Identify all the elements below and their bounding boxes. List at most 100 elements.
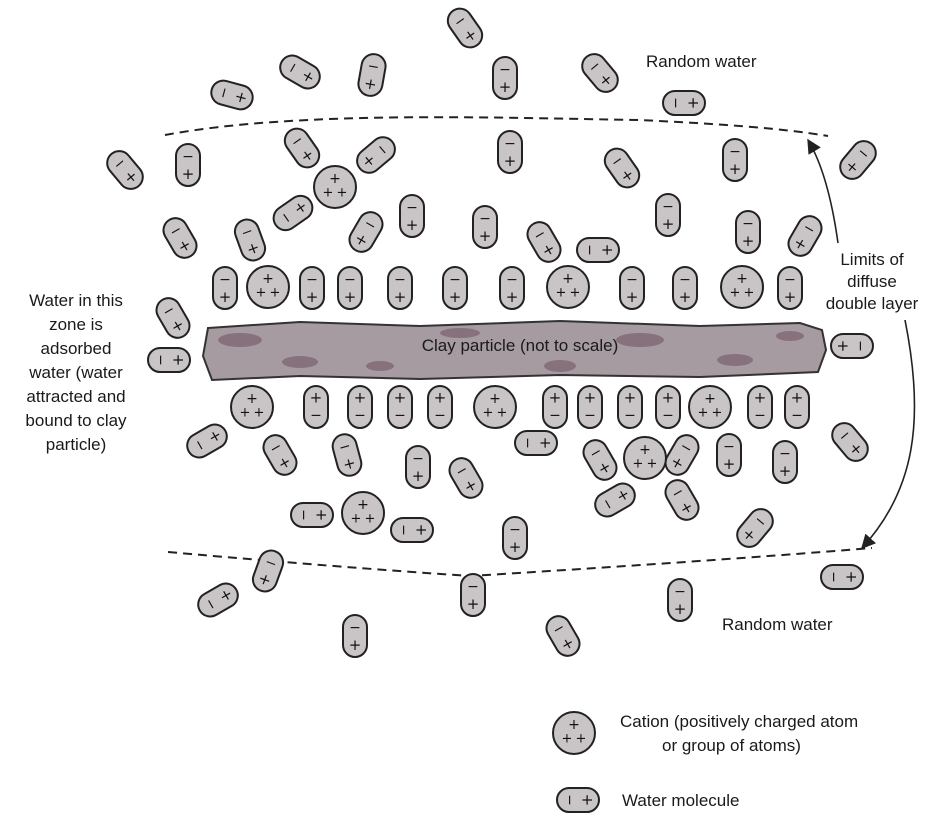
svg-text:+: + bbox=[624, 389, 637, 407]
water-molecule-17: −+ bbox=[656, 386, 680, 428]
svg-text:+: + bbox=[509, 538, 522, 556]
water-molecule-11: −+ bbox=[348, 386, 372, 428]
svg-text:−: − bbox=[754, 407, 766, 423]
svg-text:+: + bbox=[684, 97, 702, 110]
svg-text:+: + bbox=[779, 462, 792, 480]
svg-text:−: − bbox=[467, 579, 479, 595]
water-molecule-70: −+ bbox=[194, 579, 242, 621]
cation-9: +++ bbox=[624, 437, 666, 479]
water-molecule-37: −+ bbox=[269, 191, 317, 235]
water-molecule-52: −+ bbox=[406, 446, 430, 488]
adsorbed-label-line-1: Water in this bbox=[29, 291, 123, 310]
svg-text:+: + bbox=[483, 406, 494, 421]
svg-text:+: + bbox=[791, 389, 804, 407]
svg-text:+: + bbox=[169, 354, 187, 367]
water-molecule-55: −+ bbox=[579, 436, 621, 484]
water-molecule-72: −+ bbox=[542, 612, 584, 660]
water-molecule-64: −+ bbox=[661, 476, 703, 524]
svg-text:+: + bbox=[698, 406, 709, 421]
water-molecule-46: −+ bbox=[152, 294, 194, 342]
legend-cation-icon: +++ bbox=[553, 712, 595, 754]
svg-text:−: − bbox=[296, 509, 312, 521]
legend-water-label: Water molecule bbox=[622, 791, 739, 810]
svg-text:+: + bbox=[354, 389, 367, 407]
water-molecule-50: −+ bbox=[259, 431, 301, 479]
svg-text:+: + bbox=[626, 288, 639, 306]
svg-text:−: − bbox=[406, 200, 418, 216]
svg-text:−: − bbox=[562, 794, 578, 806]
svg-text:+: + bbox=[834, 340, 852, 353]
random-water-bottom-label: Random water bbox=[722, 615, 833, 634]
svg-text:+: + bbox=[306, 288, 319, 306]
water-molecule-60: −+ bbox=[291, 503, 333, 527]
random-water-top-label: Random water bbox=[646, 52, 757, 71]
water-molecule-71: −+ bbox=[343, 615, 367, 657]
water-molecule-63: −+ bbox=[591, 479, 639, 521]
adsorbed-label-line-4: water (water bbox=[28, 363, 123, 382]
svg-text:+: + bbox=[679, 288, 692, 306]
water-molecule-57: −+ bbox=[717, 434, 741, 476]
svg-text:−: − bbox=[674, 584, 686, 600]
svg-text:+: + bbox=[240, 406, 251, 421]
svg-text:−: − bbox=[479, 211, 491, 227]
water-molecule-39: −+ bbox=[400, 195, 424, 237]
svg-text:−: − bbox=[662, 407, 674, 423]
water-molecule-61: −+ bbox=[391, 518, 433, 542]
cation-6: +++ bbox=[689, 386, 731, 428]
clay-stain bbox=[616, 333, 664, 347]
water-molecule-21: −+ bbox=[357, 52, 388, 98]
svg-text:+: + bbox=[310, 389, 323, 407]
svg-text:+: + bbox=[723, 455, 736, 473]
water-molecule-35: −+ bbox=[159, 214, 201, 262]
svg-text:−: − bbox=[626, 272, 638, 288]
svg-text:+: + bbox=[406, 216, 419, 234]
svg-text:+: + bbox=[337, 186, 348, 201]
water-molecule-68: −+ bbox=[668, 579, 692, 621]
svg-text:+: + bbox=[754, 389, 767, 407]
cation-2: +++ bbox=[547, 266, 589, 308]
svg-text:−: − bbox=[679, 272, 691, 288]
svg-text:+: + bbox=[784, 288, 797, 306]
cation-1: +++ bbox=[247, 266, 289, 308]
svg-text:+: + bbox=[576, 732, 587, 747]
water-molecule-45: −+ bbox=[784, 212, 826, 260]
water-molecule-20: −+ bbox=[443, 4, 487, 52]
svg-text:+: + bbox=[729, 160, 742, 178]
svg-text:−: − bbox=[504, 136, 516, 152]
water-molecule-62: −+ bbox=[503, 517, 527, 559]
svg-text:+: + bbox=[744, 286, 755, 301]
water-molecule-7: −+ bbox=[620, 267, 644, 309]
svg-text:−: − bbox=[584, 407, 596, 423]
cation-7: +++ bbox=[314, 166, 356, 208]
svg-text:−: − bbox=[499, 62, 511, 78]
water-molecule-67: −+ bbox=[461, 574, 485, 616]
water-molecule-25: −+ bbox=[577, 49, 622, 97]
water-molecule-14: −+ bbox=[543, 386, 567, 428]
clay-stain bbox=[366, 361, 394, 371]
water-molecule-31: −+ bbox=[498, 131, 522, 173]
water-molecule-32: −+ bbox=[600, 144, 644, 192]
water-molecule-47: −+ bbox=[148, 348, 190, 372]
water-molecule-48: −+ bbox=[831, 334, 873, 358]
water-molecule-42: −+ bbox=[577, 238, 619, 262]
water-molecule-9: −+ bbox=[778, 267, 802, 309]
svg-text:+: + bbox=[349, 636, 362, 654]
svg-text:+: + bbox=[351, 512, 362, 527]
water-molecule-56: −+ bbox=[661, 431, 703, 479]
water-molecule-22: −+ bbox=[276, 51, 324, 93]
svg-text:−: − bbox=[412, 451, 424, 467]
water-molecule-54: −+ bbox=[515, 431, 557, 455]
water-molecule-38: −+ bbox=[345, 208, 387, 256]
legend-water-icon: −+ bbox=[557, 788, 599, 812]
svg-text:+: + bbox=[647, 457, 658, 472]
water-molecule-44: −+ bbox=[736, 211, 760, 253]
svg-text:−: − bbox=[723, 439, 735, 455]
cation-8: +++ bbox=[342, 492, 384, 534]
limits-label-line-3: double layer bbox=[826, 294, 919, 313]
water-molecule-26: −+ bbox=[663, 91, 705, 115]
svg-text:−: − bbox=[354, 407, 366, 423]
svg-text:+: + bbox=[312, 509, 330, 522]
svg-text:−: − bbox=[349, 620, 361, 636]
svg-text:−: − bbox=[344, 272, 356, 288]
clay-stain bbox=[218, 333, 262, 347]
